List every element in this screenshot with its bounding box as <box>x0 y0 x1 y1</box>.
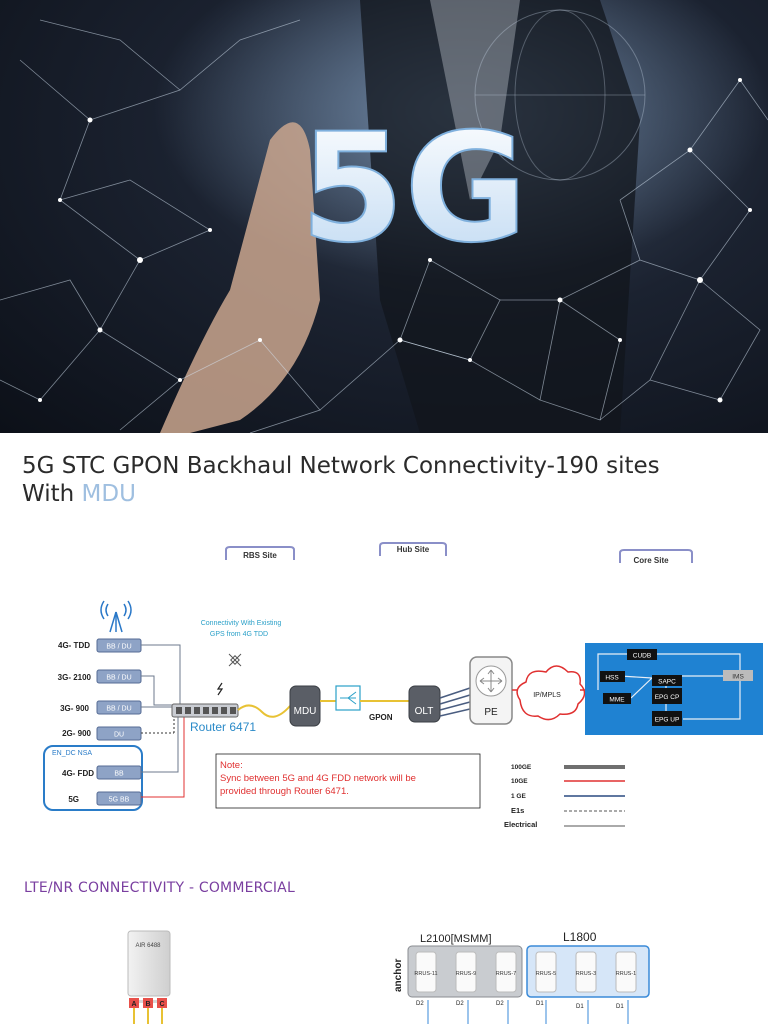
rru-label: RRUS-3 <box>576 971 596 977</box>
sync-note-box: Note: Sync between 5G and 4G FDD network… <box>215 753 481 809</box>
hero-5g-text: 5G <box>300 102 528 276</box>
group-title-l1800: L1800 <box>563 930 597 944</box>
gps-satellite-icon <box>228 653 242 667</box>
en-dc-label: EN_DC NSA <box>52 750 92 757</box>
air-label: AIR 6488 <box>135 943 161 949</box>
row-tech-label: 3G- 900 <box>60 704 89 713</box>
cloud-label: IP/MPLS <box>533 692 561 699</box>
router-6471: Router 6471 <box>171 703 256 734</box>
network-mesh-graphic: 5G <box>0 0 768 433</box>
legend-label: 1 GE <box>511 793 526 800</box>
sapc-label: SAPC <box>658 679 676 686</box>
title-line-2: With MDU <box>22 480 660 508</box>
title-mdu-highlight: MDU <box>81 481 136 507</box>
gpon-label: GPON <box>369 713 393 722</box>
gps-note-line-1: Connectivity With Existing <box>201 620 282 627</box>
row-unit-label: DU <box>114 732 124 739</box>
hub-site-label: Hub Site <box>397 545 430 554</box>
lte-nr-connectivity-diagram: AIR 6488 A B C L2100[MSMM] L1800 anchor … <box>127 930 650 1024</box>
rru-feed-lines <box>427 1000 629 1024</box>
section-title-lte-nr: LTE/NR CONNECTIVITY - COMMERCIAL <box>24 880 295 896</box>
group-title-l2100: L2100[MSMM] <box>420 933 492 945</box>
bb-du-row-4g-tdd: 4G- TDD BB / DU <box>58 638 142 653</box>
rru-label: RRUS-5 <box>536 971 556 977</box>
hss-label: HSS <box>605 675 619 682</box>
router-mdu-link <box>237 704 291 718</box>
port-label: C <box>159 1001 164 1008</box>
note-heading: Note: <box>220 760 243 771</box>
ims-label: IMS <box>732 674 744 681</box>
5g-router-link <box>141 717 185 798</box>
unit-router-links <box>141 644 181 773</box>
port-label: D2 <box>456 1001 464 1007</box>
rru-label: RRUS-9 <box>456 971 476 977</box>
olt-label: OLT <box>415 706 434 717</box>
mme-label: MME <box>609 697 625 704</box>
port-label: D2 <box>496 1001 504 1007</box>
epg-up-label: EPG UP <box>655 717 680 724</box>
link-legend: 100GE 10GE 1 GE E1s Electrical <box>504 764 625 829</box>
pe-label: PE <box>484 707 498 718</box>
note-line-2: provided through Router 6471. <box>220 786 349 797</box>
cudb-label: CUDB <box>633 653 651 660</box>
port-label: D1 <box>536 1001 544 1007</box>
row-tech-label: 2G- 900 <box>62 729 91 738</box>
rru-group-l1800: RRUS-5 RRUS-3 RRUS-1 <box>526 945 650 998</box>
bb-du-row-3g-900: 3G- 900 BB / DU <box>60 700 142 715</box>
antenna-tower-icon <box>100 600 132 633</box>
router-label: Router 6471 <box>190 720 256 734</box>
air-ports: A B C <box>129 998 167 1024</box>
olt-device: OLT <box>408 685 441 723</box>
en-dc-nsa-group: EN_DC NSA 4G- FDD BB 5G 5G BB <box>43 745 143 811</box>
bb-du-row-3g-2100: 3G- 2100 BB / DU <box>58 669 142 684</box>
mdu-label: MDU <box>294 706 317 717</box>
hero-image: 5G <box>0 0 768 433</box>
bb-du-row-2g-900: 2G- 900 DU <box>62 726 142 741</box>
page-title: 5G STC GPON Backhaul Network Connectivit… <box>22 452 660 508</box>
core-network-box: CUDB HSS SAPC MME EPG CP EPG UP IMS <box>585 643 763 735</box>
row-unit-label: BB <box>114 771 124 778</box>
mdu-device: MDU <box>289 685 321 727</box>
row-tech-label: 3G- 2100 <box>58 673 92 682</box>
network-diagram: RBS Site Hub Site Core Site Connectivity… <box>43 542 763 829</box>
port-label: D1 <box>616 1004 624 1010</box>
title-line-2-prefix: With <box>22 481 82 507</box>
row-tech-label: 5G <box>68 795 79 804</box>
port-label: D2 <box>416 1001 424 1007</box>
lightning-icon <box>216 682 224 696</box>
rru-label: RRUS-1 <box>616 971 636 977</box>
rru-label: RRUS-11 <box>414 971 437 977</box>
row-tech-label: 4G- FDD <box>62 769 94 778</box>
row-unit-label: 5G BB <box>109 797 130 804</box>
port-label: B <box>145 1001 150 1008</box>
site-tab-rbs: RBS Site <box>225 546 295 560</box>
splitter-icon <box>335 685 361 711</box>
row-unit-label: BB / DU <box>106 706 131 713</box>
core-site-label: Core Site <box>633 556 669 565</box>
site-tab-core: Core Site <box>619 549 693 565</box>
rru-label: RRUS-7 <box>496 971 516 977</box>
row-unit-label: BB / DU <box>106 644 131 651</box>
gps-note-line-2: GPS from 4G TDD <box>210 631 268 638</box>
port-label: A <box>131 1001 136 1008</box>
port-label: D1 <box>576 1004 584 1010</box>
ip-mpls-cloud: IP/MPLS <box>516 665 586 721</box>
legend-label: 10GE <box>511 778 528 785</box>
olt-pe-links <box>439 687 471 717</box>
title-line-1: 5G STC GPON Backhaul Network Connectivit… <box>22 453 660 479</box>
anchor-label: anchor <box>393 959 404 992</box>
note-line-1: Sync between 5G and 4G FDD network will … <box>220 773 416 784</box>
site-tab-hub: Hub Site <box>379 542 447 556</box>
row-unit-label: BB / DU <box>106 675 131 682</box>
legend-label: Electrical <box>504 820 537 829</box>
rru-port-labels: D2 D2 D2 D1 D1 D1 <box>416 1001 624 1010</box>
legend-label: E1s <box>511 806 524 815</box>
air-6488-unit: AIR 6488 <box>127 930 171 1003</box>
legend-label: 100GE <box>511 764 532 771</box>
epg-cp-label: EPG CP <box>655 694 680 701</box>
rru-group-l2100: RRUS-11 RRUS-9 RRUS-7 <box>407 945 523 998</box>
row-tech-label: 4G- TDD <box>58 641 90 650</box>
rbs-site-label: RBS Site <box>243 551 277 560</box>
pe-router: PE <box>469 656 513 725</box>
